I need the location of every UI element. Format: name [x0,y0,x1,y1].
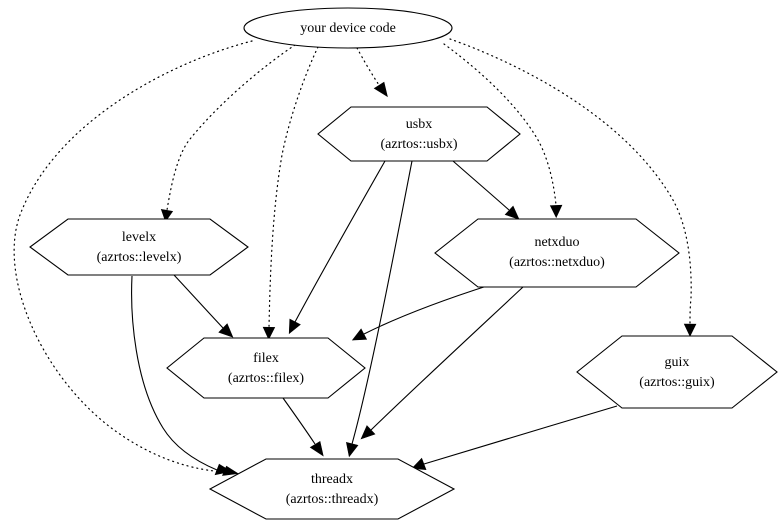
node-label-line2: (azrtos::netxduo) [509,255,605,270]
edge-usbx-to-netxduo [452,160,520,220]
node-octagon [434,218,680,288]
node-label-line2: (azrtos::threadx) [286,492,379,507]
edge-usbx-to-threadx [346,160,413,458]
node-netxduo[interactable]: netxduo (azrtos::netxduo) [434,218,680,288]
node-label-line1: usbx [406,117,432,132]
node-label-line1: your device code [300,21,396,36]
edge-path [351,160,413,445]
edge-path [13,40,253,473]
edge-path [173,274,224,329]
arrow-head [346,441,359,458]
node-octagon [576,335,778,409]
node-label-line2: (azrtos::guix) [639,375,715,390]
node-device-code[interactable]: your device code [243,7,453,49]
edge-path [449,38,692,325]
edge-path [443,43,557,206]
node-filex[interactable]: filex (azrtos::filex) [166,337,366,399]
edge-path [166,44,296,211]
edge-path [363,284,491,335]
arrow-head [218,323,234,338]
node-label-line1: threadx [311,472,353,487]
edge-netxduo-to-filex [351,284,491,341]
edge-netxduo-to-threadx [360,286,524,440]
node-threadx[interactable]: threadx (azrtos::threadx) [208,458,456,520]
node-label-line1: levelx [122,230,156,245]
arrow-head [262,326,276,340]
arrow-head [288,318,301,335]
node-label-line1: guix [665,355,690,370]
edge-path [268,46,319,328]
node-label-line1: filex [253,351,279,366]
arrow-head [683,323,697,337]
edge-path [370,286,524,431]
edge-path [356,47,380,86]
edge-path [131,275,218,471]
arrow-head [214,463,232,476]
edge-layer [13,38,697,476]
node-label-line2: (azrtos::filex) [228,371,305,386]
edge-device-to-netxduo [443,43,563,219]
edge-device-to-levelx [160,44,296,223]
node-layer: your device code usbx (azrtos::usbx) lev… [29,7,778,520]
edge-device-to-guix [449,38,697,337]
edge-path [452,160,510,211]
edge-levelx-to-threadx [131,275,232,476]
node-label-line1: netxduo [534,235,579,250]
node-octagon [208,458,456,520]
arrow-head [351,328,368,341]
edge-path [294,160,386,323]
node-label-line2: (azrtos::levelx) [97,250,182,265]
node-usbx[interactable]: usbx (azrtos::usbx) [317,106,521,162]
node-octagon [317,106,521,162]
edge-levelx-to-filex [173,274,234,338]
edge-filex-to-threadx [282,397,324,457]
arrow-head [411,457,427,470]
edge-usbx-to-filex [288,160,386,335]
edge-path [282,397,316,445]
node-octagon [166,337,366,399]
node-label-line2: (azrtos::usbx) [381,137,458,152]
node-ellipse [243,7,453,49]
arrow-head [309,441,324,457]
edge-path [423,405,618,465]
edge-device-to-filex [262,46,319,340]
node-guix[interactable]: guix (azrtos::guix) [576,335,778,409]
node-octagon [29,218,249,276]
arrow-head [549,204,563,219]
node-levelx[interactable]: levelx (azrtos::levelx) [29,218,249,276]
arrow-head [373,81,388,98]
arrow-head [160,209,174,223]
arrow-head [360,425,376,440]
edge-device-to-usbx [356,47,388,98]
arrow-head [504,205,520,220]
edge-guix-to-threadx [411,405,618,470]
